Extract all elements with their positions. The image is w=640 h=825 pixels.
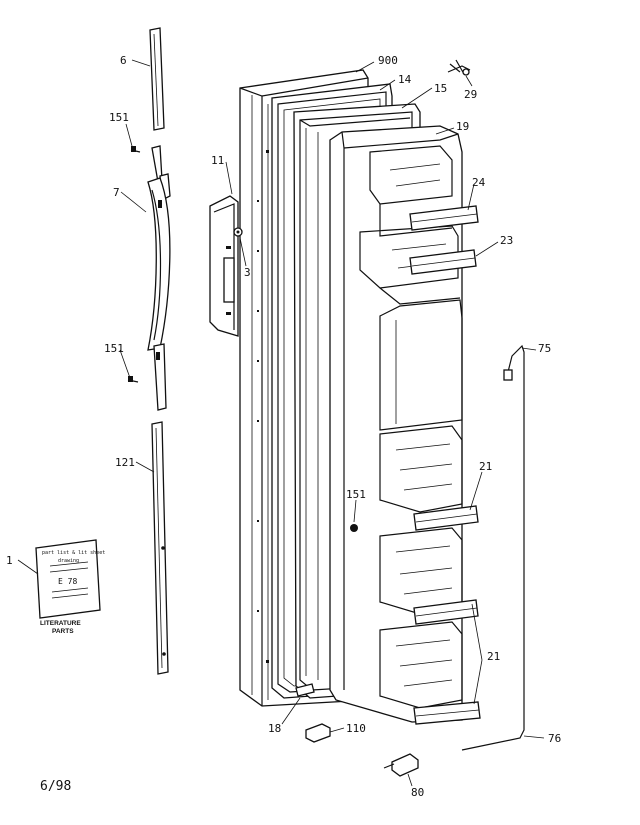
door-stop-110 <box>305 723 331 743</box>
callout-29: 29 <box>464 88 477 101</box>
callout-11: 11 <box>211 154 224 167</box>
handle-trim-121 <box>151 421 169 675</box>
callout-6: 6 <box>120 54 127 67</box>
callout-151: 151 <box>346 488 366 501</box>
screw-151-liner <box>350 524 358 532</box>
callout-19: 19 <box>456 120 469 133</box>
leader-lines <box>17 59 545 787</box>
shelf-rails <box>409 205 481 725</box>
callout-1: 1 <box>6 554 13 567</box>
callout-80: 80 <box>411 786 424 799</box>
callout-121: 121 <box>115 456 135 469</box>
callout-151: 151 <box>109 111 129 124</box>
callout-110: 110 <box>346 722 366 735</box>
callout-23: 23 <box>500 234 513 247</box>
bottom-trim-18 <box>295 683 315 697</box>
literature-card-code: E 78 <box>58 577 77 586</box>
callout-21: 21 <box>479 460 492 473</box>
parts-caption: PARTS <box>52 628 74 635</box>
fitting-80 <box>383 753 419 777</box>
callout-14: 14 <box>398 73 412 86</box>
screw-151-mid <box>127 376 139 383</box>
callout-900: 900 <box>378 54 398 67</box>
callout-18: 18 <box>268 722 281 735</box>
handle-trim-6 <box>149 27 165 131</box>
literature-card-line-2: drawing <box>58 558 79 564</box>
callout-75: 75 <box>538 342 551 355</box>
callout-3: 3 <box>244 266 251 279</box>
water-tube <box>461 344 525 751</box>
callout-7: 7 <box>113 186 120 199</box>
literature-card <box>35 539 101 619</box>
callout-76: 76 <box>548 732 561 745</box>
literature-card-line-1: part list & lit sheet <box>42 550 105 556</box>
callout-15: 15 <box>434 82 447 95</box>
inner-door-liner <box>329 125 463 723</box>
callout-151: 151 <box>104 342 124 355</box>
literature-caption: LITERATURE <box>40 620 81 627</box>
handle-bracket <box>209 195 239 337</box>
callout-24: 24 <box>472 176 486 189</box>
screw-151-top <box>130 146 141 153</box>
revision-date: 6/98 <box>40 779 71 794</box>
screw-3 <box>233 227 243 237</box>
hinge-part-29 <box>447 59 471 76</box>
callout-21: 21 <box>487 650 500 663</box>
handle-7 <box>147 145 171 411</box>
